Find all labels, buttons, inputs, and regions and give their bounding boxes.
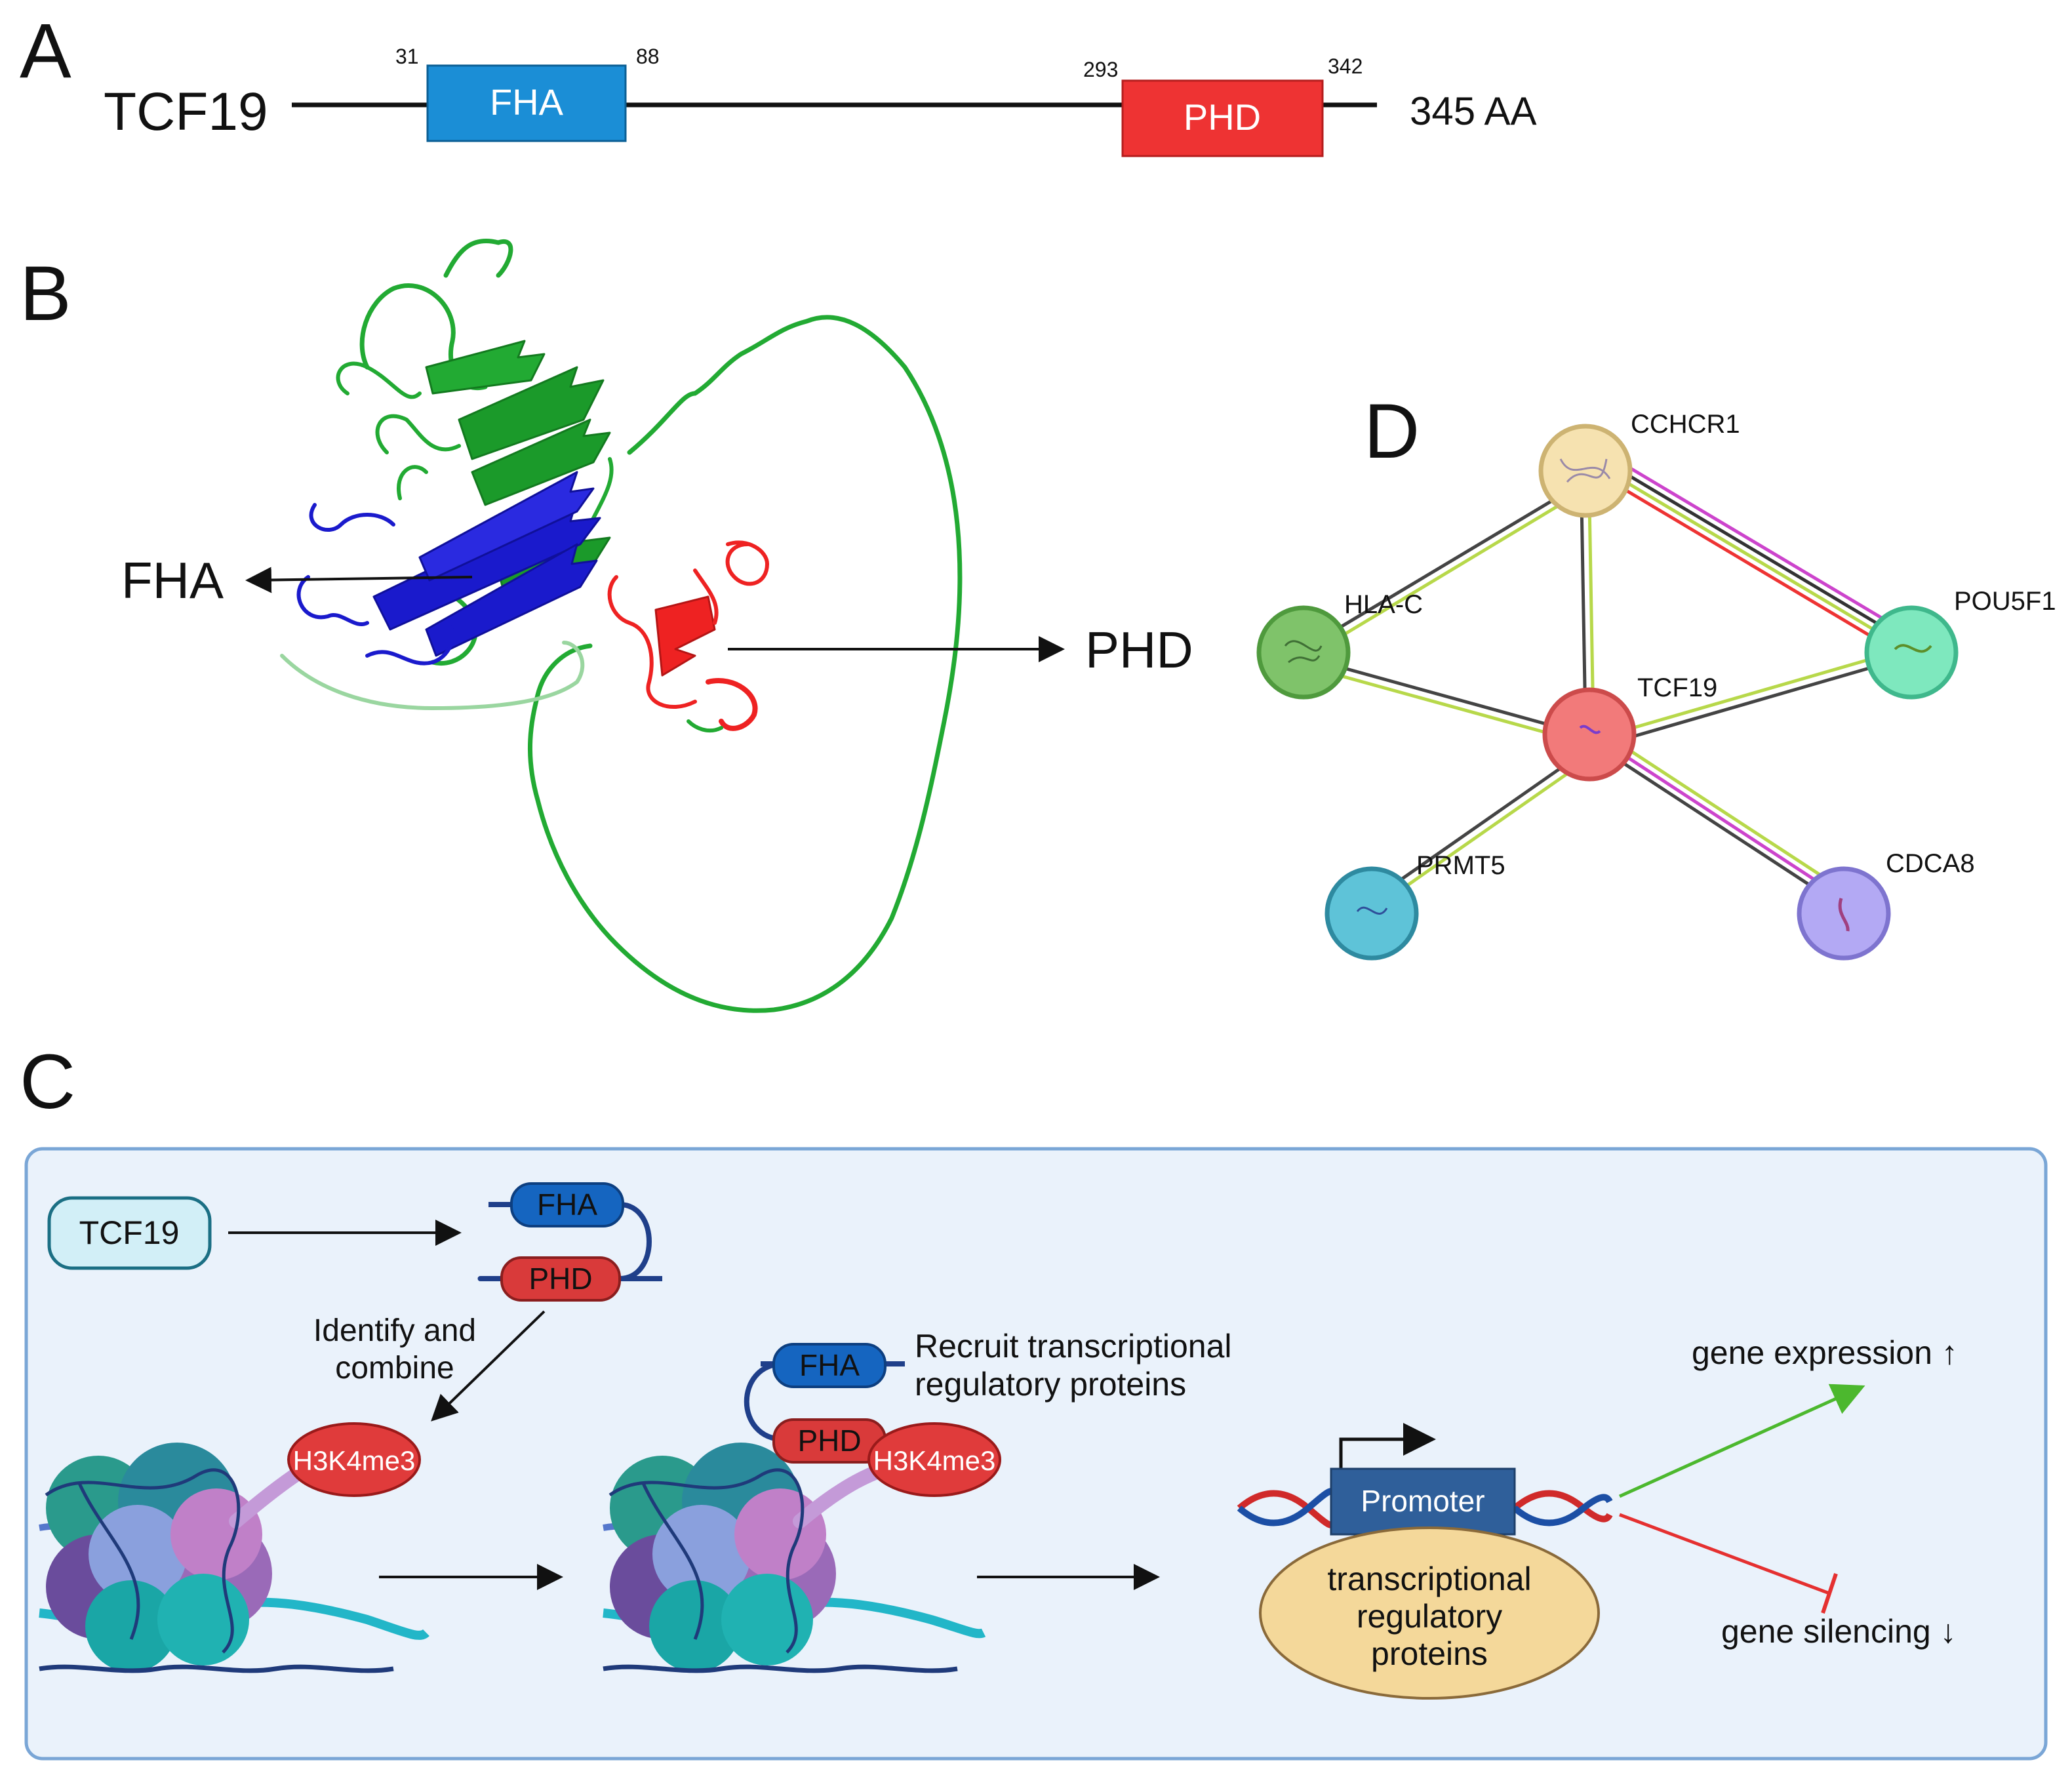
phd-pill-top bbox=[500, 1256, 621, 1302]
fha-pill-bottom-label: FHA bbox=[799, 1348, 860, 1382]
h3k4me3-ellipse-left: H3K4me3 bbox=[287, 1422, 421, 1497]
fha-pill-top-label: FHA bbox=[537, 1187, 597, 1222]
transcription-start-arrow bbox=[1339, 1423, 1436, 1482]
identify-label-line2: combine bbox=[335, 1351, 454, 1386]
node-cchcr1[interactable]: CCHCR1 bbox=[1538, 410, 1740, 518]
fha-pill-bottom bbox=[772, 1343, 887, 1388]
edge-hlac-tcf19 bbox=[1315, 659, 1556, 736]
activation-arrow bbox=[1618, 1384, 1865, 1498]
node-prmt5[interactable]: PRMT5 bbox=[1325, 851, 1505, 961]
edge-cchcr1-pou5f1 bbox=[1608, 461, 1897, 646]
gene-silencing-label: gene silencing ↓ bbox=[1721, 1613, 1957, 1650]
promoter-label: Promoter bbox=[1361, 1484, 1484, 1518]
identify-arrow bbox=[431, 1310, 546, 1422]
recruit-label-line2: regulatory proteins bbox=[915, 1366, 1186, 1403]
fha-structure-label: FHA bbox=[121, 551, 224, 609]
edge-cchcr1-tcf19 bbox=[1580, 501, 1595, 725]
edge-tcf19-prmt5 bbox=[1382, 764, 1570, 900]
node-label-pou5f1: POU5F1 bbox=[1954, 587, 2056, 616]
h3k4me3-left-label: H3K4me3 bbox=[293, 1445, 416, 1476]
panel-b-letter: B bbox=[20, 250, 71, 337]
edge-cchcr1-hlac bbox=[1302, 480, 1589, 658]
node-label-prmt5: PRMT5 bbox=[1416, 851, 1505, 880]
fha-start-position: 31 bbox=[395, 45, 419, 68]
fha-pill-top bbox=[510, 1182, 624, 1227]
phd-start-position: 293 bbox=[1083, 58, 1118, 81]
tcf19-pill: TCF19 bbox=[47, 1196, 212, 1270]
trp-label-line2: regulatory bbox=[1357, 1598, 1502, 1635]
transcriptional-regulatory-proteins-ellipse: transcriptional regulatory proteins bbox=[1259, 1526, 1600, 1700]
panel-c: C TCF19 FHA PHD Identify and combine bbox=[20, 1039, 2048, 1761]
edge-tcf19-pou5f1 bbox=[1619, 658, 1872, 742]
recruit-label-line1: Recruit transcriptional bbox=[915, 1328, 1232, 1365]
panel-b: B bbox=[20, 238, 1193, 1013]
domain-hairpin-bottom: FHA PHD H3K4me3 bbox=[744, 1343, 1001, 1497]
fha-domain-label: FHA bbox=[490, 81, 564, 123]
promoter-box: Promoter bbox=[1330, 1467, 1516, 1536]
panel-a-letter: A bbox=[20, 8, 71, 94]
node-pou5f1[interactable]: POU5F1 bbox=[1864, 587, 2056, 700]
trp-label-line1: transcriptional bbox=[1327, 1561, 1531, 1597]
identify-label-line1: Identify and bbox=[313, 1313, 476, 1348]
network-edges bbox=[1302, 461, 1897, 900]
node-label-hla-c: HLA-C bbox=[1344, 590, 1423, 619]
node-hla-c[interactable]: HLA-C bbox=[1256, 590, 1423, 700]
fha-end-position: 88 bbox=[636, 45, 660, 68]
node-label-tcf19: TCF19 bbox=[1637, 673, 1717, 702]
phd-domain-label: PHD bbox=[1184, 96, 1261, 138]
network-nodes: CCHCR1 HLA-C TCF19 POU5F1 PRMT5 bbox=[1256, 410, 2056, 961]
tcf19-pill-label: TCF19 bbox=[79, 1214, 180, 1251]
nucleosome-middle bbox=[603, 1443, 986, 1673]
h3k4me3-middle-label: H3K4me3 bbox=[873, 1445, 996, 1476]
phd-structure-label: PHD bbox=[1085, 621, 1193, 679]
fha-domain-box: FHA bbox=[426, 64, 627, 142]
protein-name-label: TCF19 bbox=[104, 82, 268, 142]
domain-hairpin-top: FHA PHD bbox=[477, 1182, 662, 1302]
repression-line bbox=[1619, 1513, 1830, 1595]
phd-pill-top-label: PHD bbox=[528, 1262, 592, 1296]
phd-pill-bottom-label: PHD bbox=[797, 1424, 861, 1458]
phd-domain-box: PHD bbox=[1121, 79, 1324, 157]
node-label-cchcr1: CCHCR1 bbox=[1631, 410, 1740, 439]
gene-expression-label: gene expression ↑ bbox=[1692, 1334, 1958, 1371]
h3k4me3-ellipse-middle bbox=[867, 1422, 1001, 1497]
trp-label-line3: proteins bbox=[1371, 1635, 1488, 1672]
disordered-loop bbox=[528, 315, 963, 1013]
node-tcf19[interactable]: TCF19 bbox=[1542, 673, 1717, 782]
panel-a: A TCF19 FHA 31 88 PHD 293 342 345 AA bbox=[20, 8, 1537, 157]
edge-tcf19-cdca8 bbox=[1618, 747, 1824, 890]
fha-pointer-arrow bbox=[245, 567, 473, 593]
panel-d-letter: D bbox=[1364, 388, 1420, 475]
node-cdca8[interactable]: CDCA8 bbox=[1797, 849, 1975, 961]
panel-c-letter: C bbox=[20, 1039, 75, 1125]
panel-d: D bbox=[1256, 388, 2056, 961]
protein-length-label: 345 AA bbox=[1410, 89, 1537, 133]
repression-bar bbox=[1821, 1573, 1838, 1614]
nucleosome-left bbox=[39, 1435, 429, 1673]
phd-end-position: 342 bbox=[1328, 54, 1363, 78]
protein-3d-structure bbox=[280, 238, 963, 1013]
node-label-cdca8: CDCA8 bbox=[1886, 849, 1975, 878]
